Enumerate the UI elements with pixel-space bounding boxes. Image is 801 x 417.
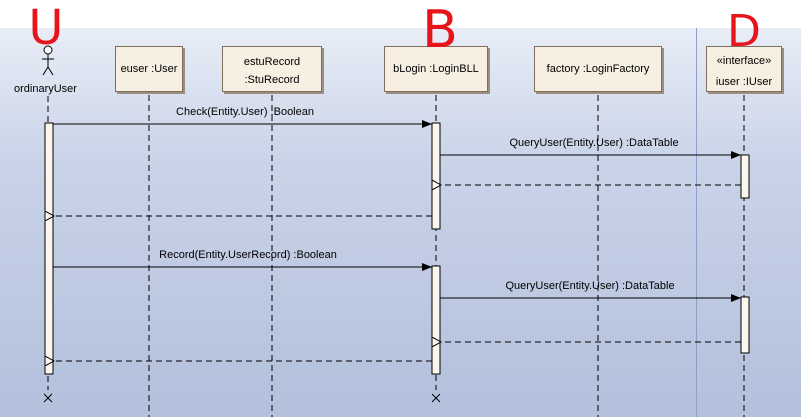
activation-iuser-1: [740, 154, 750, 199]
participant-euser-name: euser :User: [120, 62, 178, 75]
message-label-queryuser-2: QueryUser(Entity.User) :DataTable: [505, 280, 675, 292]
activation-actor: [44, 122, 54, 375]
participant-blogin-name: bLogin :LoginBLL: [393, 62, 479, 75]
actor-label: ordinaryUser: [14, 83, 77, 95]
diagram-background: [0, 28, 801, 417]
participant-factory-name: factory :LoginFactory: [546, 62, 650, 75]
activation-blogin-1: [431, 122, 441, 230]
actor-icon: [42, 45, 54, 76]
participant-iuser-stereotype: «interface»: [716, 55, 772, 67]
message-label-record: Record(Entity.UserRecord) :Boolean: [159, 249, 337, 261]
message-label-check: Check(Entity.User) :Boolean: [176, 106, 314, 118]
participant-iuser[interactable]: «interface» iuser :IUser: [706, 46, 782, 92]
canvas-top-margin: [0, 0, 801, 28]
annotation-d: D: [727, 6, 761, 57]
activation-blogin-2: [431, 265, 441, 375]
annotation-b: B: [422, 0, 458, 60]
participant-esturecord-type: :StuRecord: [244, 74, 300, 86]
participant-esturecord[interactable]: estuRecord :StuRecord: [222, 46, 322, 92]
destroy-mark-blogin: [431, 393, 441, 403]
participant-esturecord-name: estuRecord: [243, 56, 301, 68]
annotation-u: U: [28, 0, 63, 56]
participant-factory[interactable]: factory :LoginFactory: [534, 46, 662, 92]
message-label-queryuser-1: QueryUser(Entity.User) :DataTable: [509, 137, 679, 149]
activation-iuser-2: [740, 296, 750, 354]
participant-iuser-name: iuser :IUser: [715, 76, 773, 88]
participant-blogin[interactable]: bLogin :LoginBLL: [384, 46, 488, 92]
participant-euser[interactable]: euser :User: [115, 46, 183, 92]
frame-divider: [696, 28, 697, 417]
destroy-mark-actor: [43, 393, 53, 403]
